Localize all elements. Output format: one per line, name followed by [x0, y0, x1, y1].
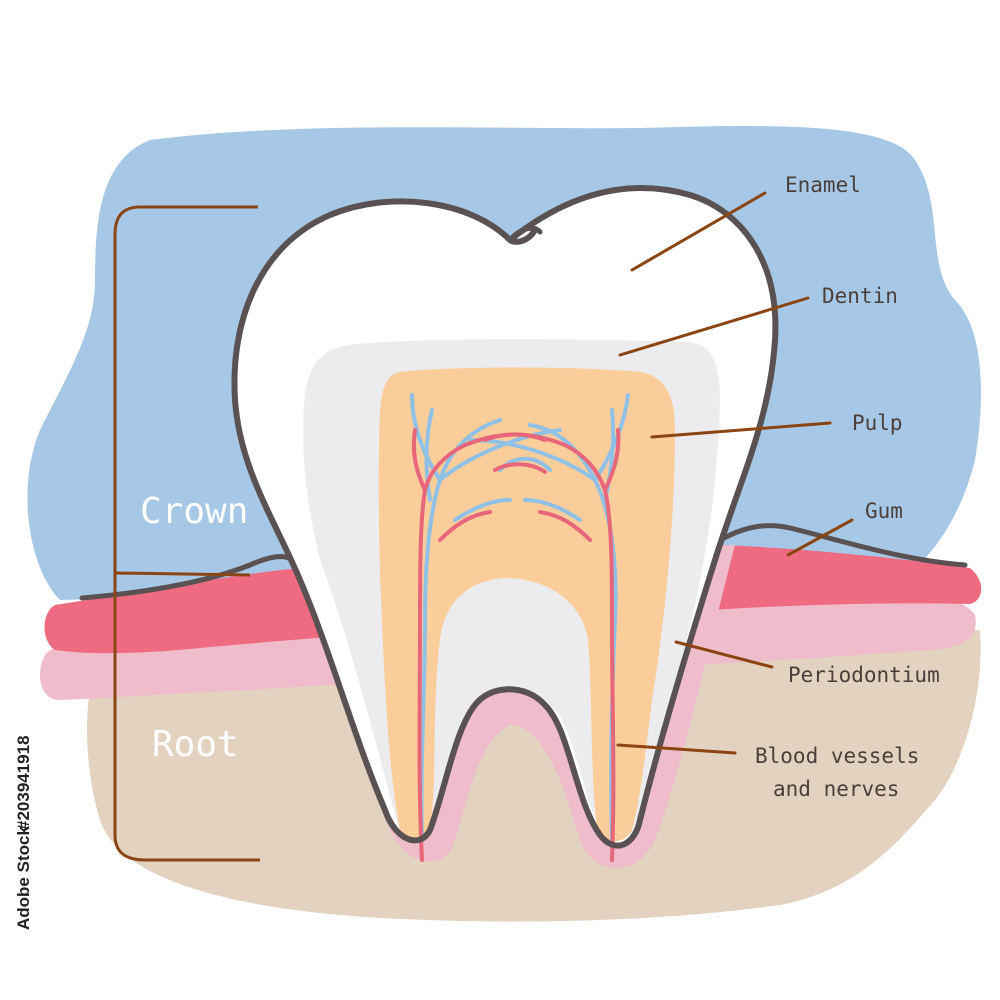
label-dentin: Dentin	[822, 284, 898, 308]
watermark-brand: Adobe Stock	[14, 826, 33, 930]
stock-watermark: Adobe Stock #203941918	[14, 735, 33, 930]
label-gum: Gum	[865, 499, 903, 523]
crown-root-divider	[115, 573, 250, 575]
label-root: Root	[152, 724, 239, 765]
label-blood-vessels-line2: and nerves	[773, 777, 899, 801]
label-crown: Crown	[140, 491, 248, 532]
label-blood-vessels-line1: Blood vessels	[755, 744, 919, 768]
label-enamel: Enamel	[785, 173, 861, 197]
label-pulp: Pulp	[852, 411, 903, 435]
label-periodontium: Periodontium	[788, 663, 940, 687]
watermark-id: #203941918	[14, 735, 33, 830]
